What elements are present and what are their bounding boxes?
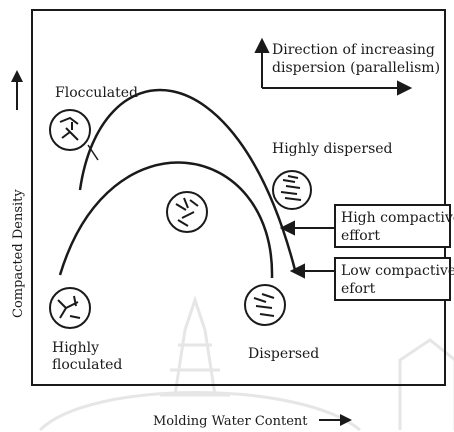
x-axis-label: Molding Water Content bbox=[153, 414, 308, 429]
highly-flocculated-label-line1: Highly bbox=[52, 340, 99, 356]
highly-dispersed-label: Highly dispersed bbox=[272, 141, 393, 157]
highly-dispersed-structure-icon bbox=[273, 171, 311, 209]
low-effort-label-line1: Low compactive bbox=[341, 263, 454, 279]
low-effort-curve bbox=[60, 163, 272, 278]
y-axis-label: Compacted Density bbox=[11, 189, 26, 318]
low-effort-pointer bbox=[292, 265, 334, 277]
high-effort-pointer bbox=[282, 222, 334, 234]
high-effort-label-line2: effort bbox=[341, 228, 380, 244]
intermediate-structure-icon bbox=[167, 192, 207, 232]
direction-label-line1: Direction of increasing bbox=[272, 42, 435, 58]
dispersed-label: Dispersed bbox=[248, 346, 319, 362]
highly-flocculated-label-line2: floculated bbox=[52, 357, 122, 373]
direction-label-line2: dispersion (parallelism) bbox=[272, 60, 440, 76]
flocculated-structure-icon bbox=[50, 110, 90, 150]
dispersed-structure-icon bbox=[245, 285, 285, 325]
y-axis-arrow bbox=[11, 70, 23, 110]
highly-flocculated-structure-icon bbox=[50, 288, 90, 328]
high-effort-curve bbox=[80, 90, 295, 270]
high-effort-label-line1: High compactive bbox=[341, 210, 454, 226]
low-effort-label-line2: efort bbox=[341, 281, 376, 297]
flocculated-label: Flocculated bbox=[55, 85, 138, 101]
